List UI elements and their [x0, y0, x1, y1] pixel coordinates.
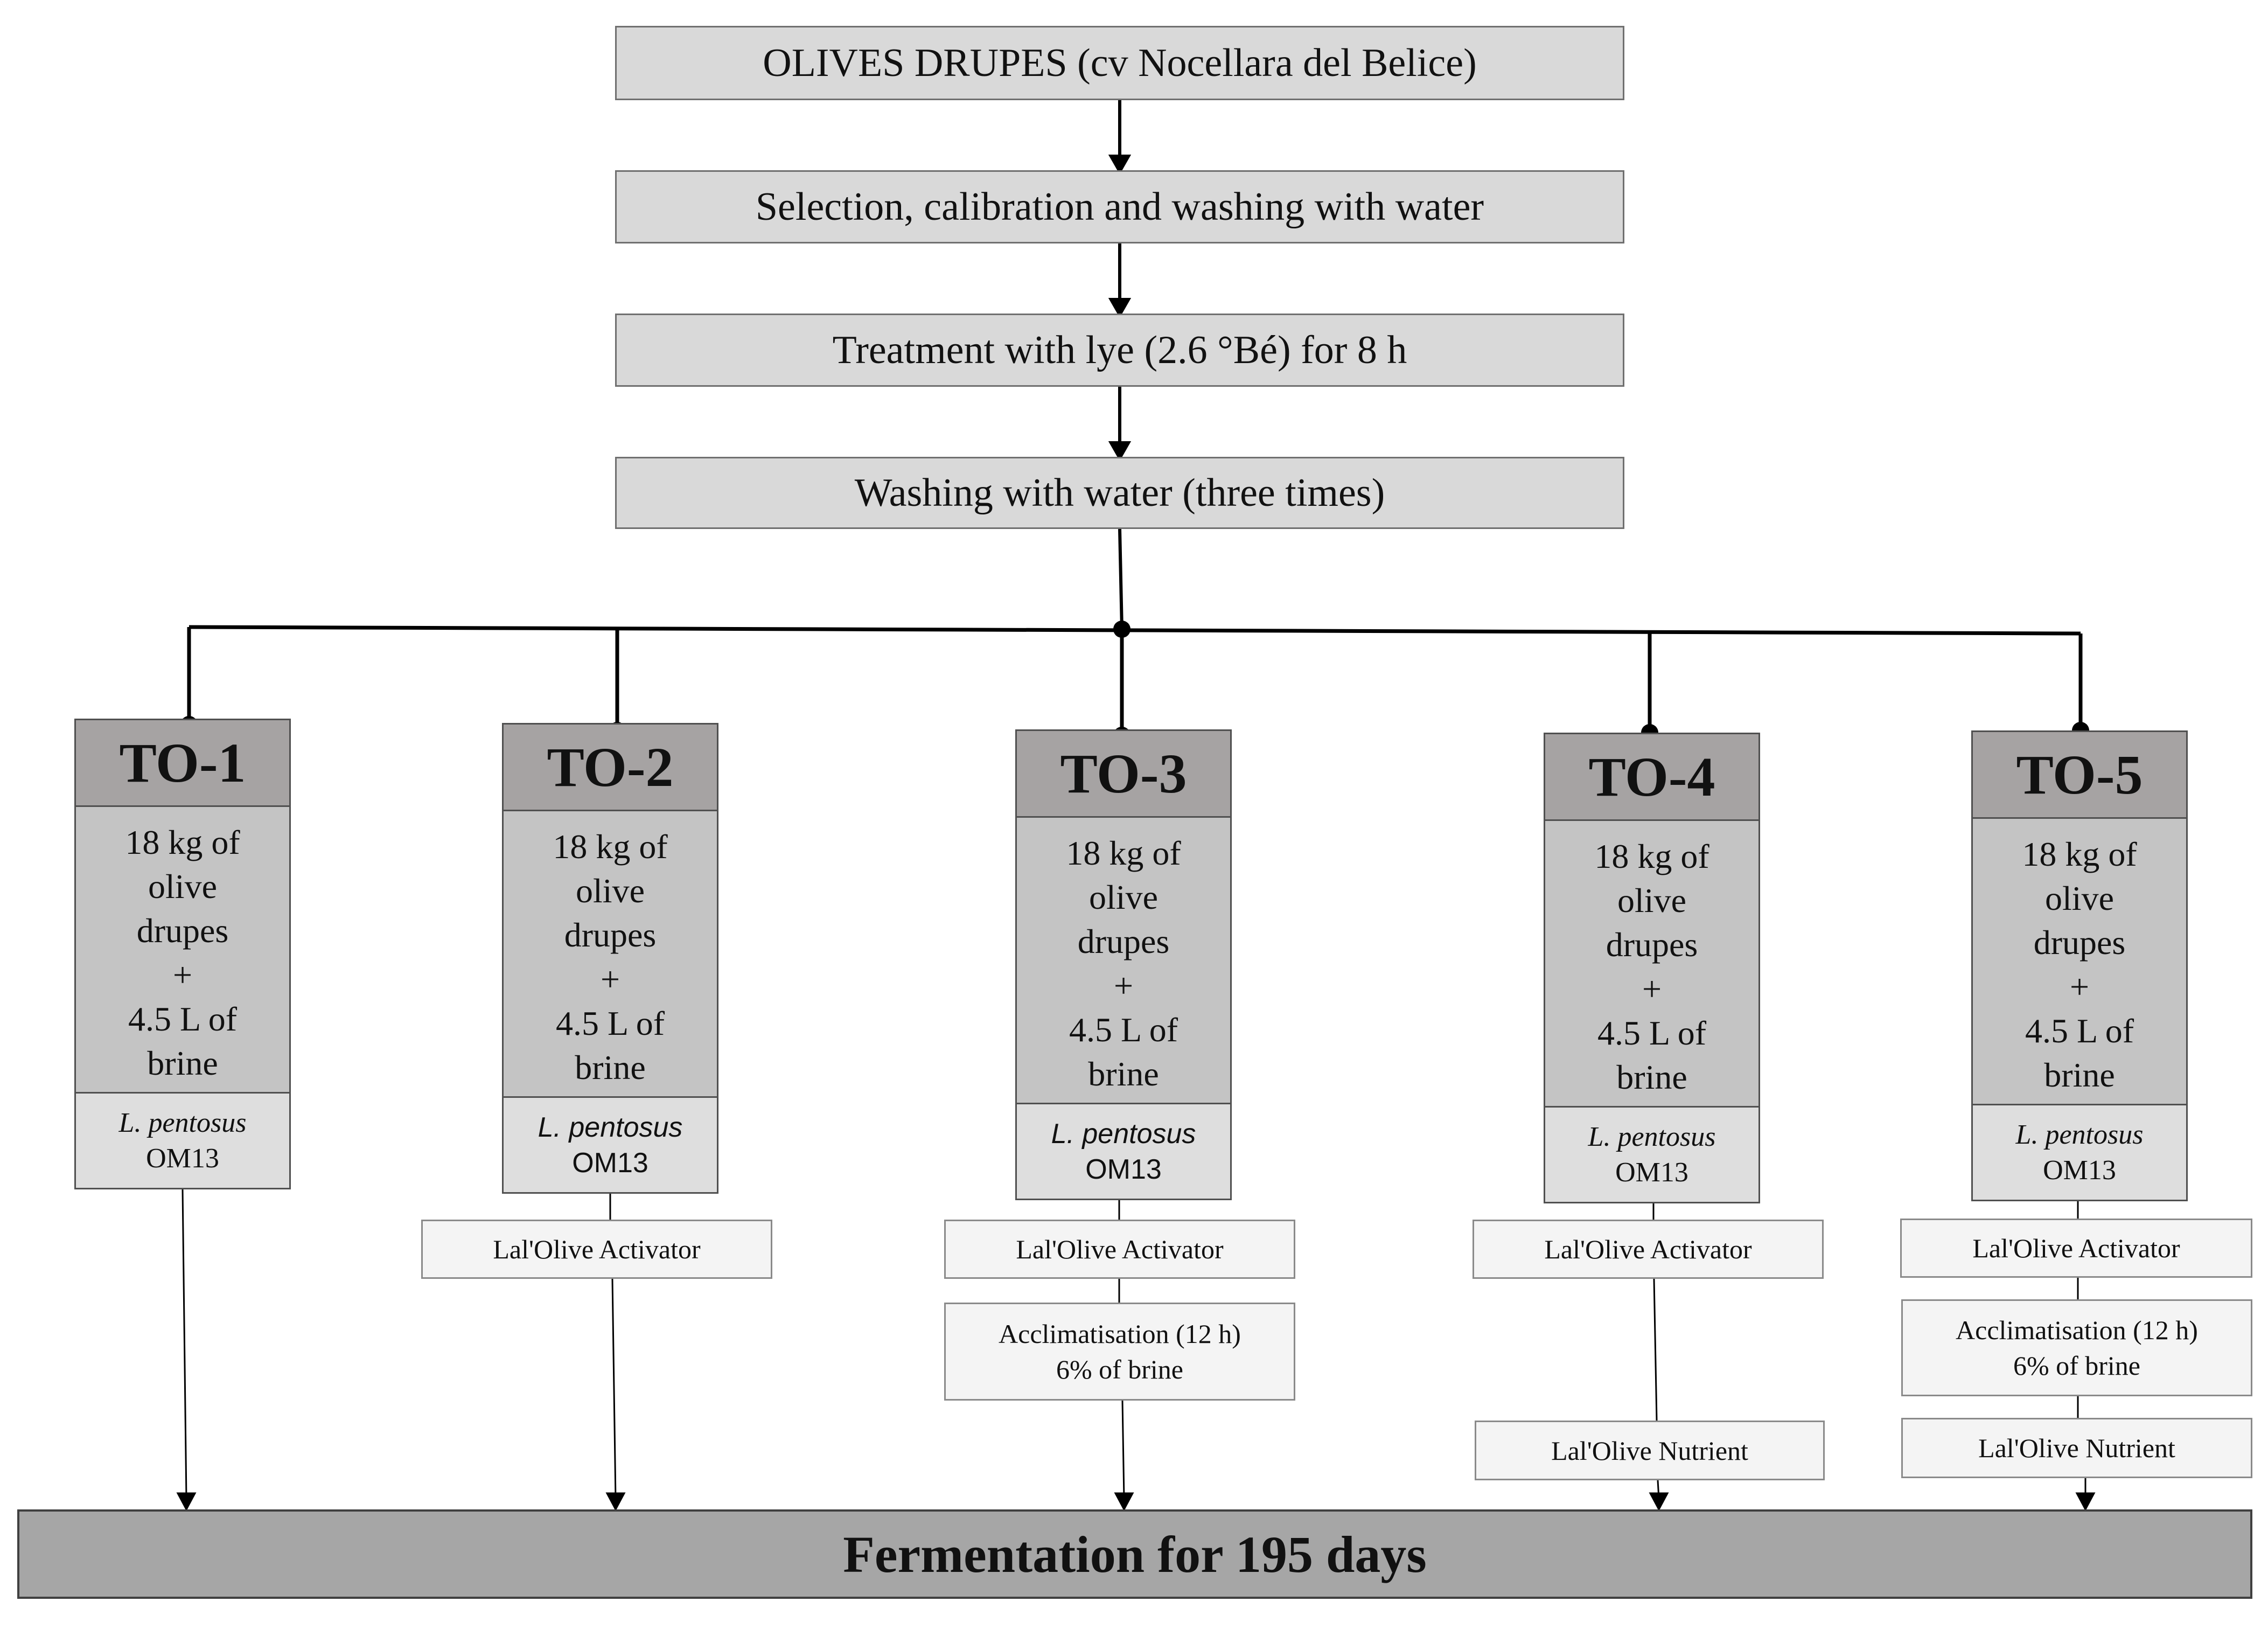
strain-species: L. pentosus — [538, 1111, 683, 1143]
body-line: + — [1113, 966, 1134, 1005]
step-selection-washing: Selection, calibration and washing with … — [615, 170, 1624, 243]
step-label: OLIVES DRUPES (cv Nocellara del Belice) — [763, 40, 1477, 85]
branch-bar — [189, 625, 2081, 636]
strain-code: OM13 — [572, 1147, 648, 1179]
addition-acclimatisation-to-3: Acclimatisation (12 h) 6% of brine — [944, 1303, 1295, 1401]
strain-code: OM13 — [1615, 1157, 1688, 1188]
final-label: Fermentation for 195 days — [843, 1525, 1427, 1583]
body-line: brine — [1088, 1054, 1159, 1093]
addition-activator-to-3: Lal'Olive Activator — [944, 1220, 1295, 1279]
body-line: brine — [1616, 1057, 1687, 1096]
body-line: brine — [2044, 1055, 2115, 1094]
body-line: drupes — [1606, 925, 1698, 964]
treatment-id: TO-4 — [1588, 746, 1715, 808]
body-line: + — [1642, 969, 1662, 1008]
body-line: olive — [148, 867, 217, 906]
fermentation-box: Fermentation for 195 days — [17, 1509, 2252, 1599]
body-line: 18 kg of — [1066, 833, 1181, 872]
addition-activator-to-5: Lal'Olive Activator — [1900, 1219, 2252, 1278]
body-line: drupes — [1077, 922, 1170, 960]
addition-nutrient-to-4: Lal'Olive Nutrient — [1475, 1421, 1825, 1480]
body-line: olive — [1089, 878, 1158, 916]
body-line: + — [172, 955, 193, 994]
body-line: drupes — [564, 915, 657, 954]
body-line: olive — [2045, 879, 2114, 917]
addition-activator-to-4: Lal'Olive Activator — [1473, 1220, 1824, 1279]
body-line: + — [600, 959, 620, 998]
treatment-body-to-4: 18 kg of olive drupes + 4.5 L of brine — [1544, 819, 1760, 1108]
body-line: drupes — [2033, 923, 2126, 962]
addition-acclimatisation-to-5: Acclimatisation (12 h) 6% of brine — [1901, 1299, 2252, 1396]
strain-box-to-5: L. pentosus OM13 — [1971, 1104, 2188, 1201]
addition-nutrient-to-5: Lal'Olive Nutrient — [1901, 1418, 2252, 1478]
strain-box-to-2: L. pentosus OM13 — [502, 1096, 718, 1194]
treatment-id: TO-3 — [1060, 742, 1187, 805]
strain-box-to-4: L. pentosus OM13 — [1544, 1106, 1760, 1203]
treatment-header-to-5: TO-5 — [1971, 730, 2188, 819]
body-line: 4.5 L of — [1597, 1013, 1707, 1052]
trunk-line — [1118, 528, 1123, 630]
treatment-header-to-2: TO-2 — [502, 723, 718, 811]
addition-activator-to-2: Lal'Olive Activator — [421, 1220, 772, 1279]
strain-species: L. pentosus — [118, 1107, 247, 1138]
body-line: 18 kg of — [2022, 834, 2137, 873]
treatment-id: TO-5 — [2016, 743, 2143, 806]
junction-dot-center — [1113, 621, 1130, 638]
strain-species: L. pentosus — [1588, 1121, 1716, 1152]
body-line: + — [2069, 967, 2090, 1006]
body-line: 18 kg of — [553, 827, 668, 866]
addition-label: 6% of brine — [1056, 1354, 1184, 1384]
treatment-id: TO-2 — [547, 736, 674, 798]
step-label: Selection, calibration and washing with … — [755, 184, 1484, 229]
treatment-header-to-4: TO-4 — [1544, 733, 1760, 821]
body-line: 4.5 L of — [2025, 1011, 2134, 1050]
treatment-body-to-1: 18 kg of olive drupes + 4.5 L of brine — [74, 805, 291, 1094]
addition-label: Lal'Olive Activator — [1544, 1234, 1752, 1264]
treatment-header-to-1: TO-1 — [74, 719, 291, 807]
strain-code: OM13 — [1085, 1153, 1162, 1185]
body-line: 18 kg of — [125, 823, 240, 861]
body-line: brine — [147, 1043, 218, 1082]
addition-label: Lal'Olive Activator — [1016, 1234, 1224, 1264]
strain-box-to-3: L. pentosus OM13 — [1015, 1103, 1232, 1200]
treatment-id: TO-1 — [119, 732, 246, 794]
treatment-header-to-3: TO-3 — [1015, 729, 1232, 818]
addition-label: Acclimatisation (12 h) — [999, 1319, 1241, 1349]
step-lye-treatment: Treatment with lye (2.6 °Bé) for 8 h — [615, 314, 1624, 387]
treatment-body-to-5: 18 kg of olive drupes + 4.5 L of brine — [1971, 817, 2188, 1105]
strain-code: OM13 — [146, 1143, 219, 1174]
body-line: 4.5 L of — [1069, 1010, 1178, 1049]
step-olive-drupes: OLIVES DRUPES (cv Nocellara del Belice) — [615, 26, 1624, 100]
addition-label: Lal'Olive Nutrient — [1978, 1433, 2175, 1463]
body-line: olive — [1617, 881, 1686, 920]
addition-label: Lal'Olive Activator — [493, 1234, 701, 1264]
strain-box-to-1: L. pentosus OM13 — [74, 1092, 291, 1189]
body-line: 18 kg of — [1594, 837, 1709, 875]
step-label: Treatment with lye (2.6 °Bé) for 8 h — [832, 328, 1407, 372]
strain-species: L. pentosus — [2015, 1119, 2144, 1150]
body-line: olive — [576, 871, 645, 910]
body-line: 4.5 L of — [555, 1004, 665, 1042]
treatment-body-to-3: 18 kg of olive drupes + 4.5 L of brine — [1015, 816, 1232, 1104]
body-line: 4.5 L of — [128, 999, 238, 1038]
step-label: Washing with water (three times) — [854, 470, 1385, 515]
strain-species: L. pentosus — [1051, 1118, 1196, 1150]
strain-code: OM13 — [2043, 1154, 2116, 1186]
addition-label: 6% of brine — [2013, 1350, 2141, 1381]
addition-label: Acclimatisation (12 h) — [1956, 1315, 2198, 1345]
addition-label: Lal'Olive Activator — [1972, 1233, 2180, 1263]
body-line: drupes — [136, 911, 229, 950]
step-washing-three-times: Washing with water (three times) — [615, 457, 1624, 529]
body-line: brine — [575, 1048, 646, 1087]
treatment-body-to-2: 18 kg of olive drupes + 4.5 L of brine — [502, 810, 718, 1098]
addition-label: Lal'Olive Nutrient — [1551, 1435, 1748, 1466]
